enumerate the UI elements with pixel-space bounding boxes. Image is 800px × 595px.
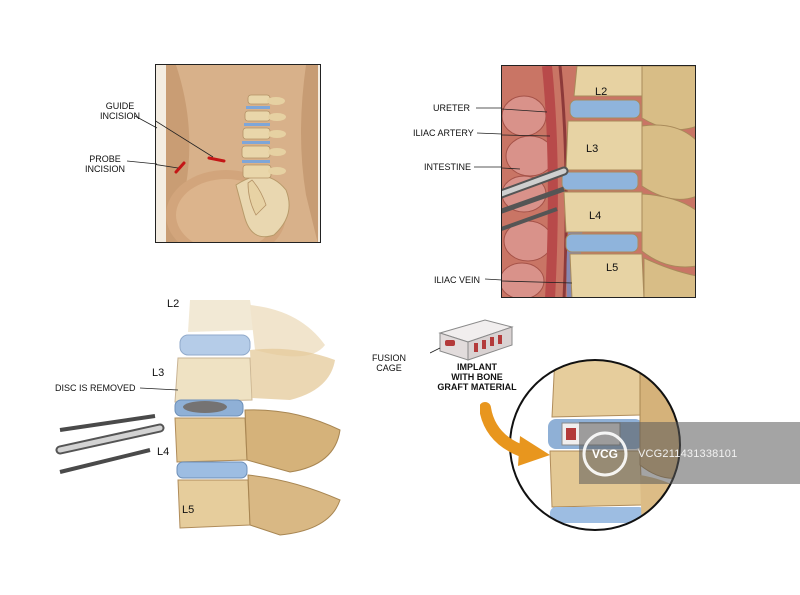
probe-incision-label: PROBE INCISION <box>84 154 125 174</box>
disc-l5-label: L5 <box>182 504 195 516</box>
fusion-cage-illustration <box>430 319 514 361</box>
approach-illustration <box>502 66 695 297</box>
insertion-arrow <box>480 402 550 466</box>
approach-panel: L2 L3 L4 L5 <box>501 65 696 298</box>
approach-l3-label: L3 <box>586 143 599 155</box>
iliac-vein-label: ILIAC VEIN <box>434 275 481 285</box>
iliac-artery-label: ILIAC ARTERY <box>413 128 474 138</box>
approach-l2-label: L2 <box>595 86 608 98</box>
disc-removal-illustration <box>55 300 341 536</box>
spine-segments <box>241 94 286 216</box>
guide-incision-label: GUIDE INCISION <box>100 101 141 121</box>
watermark-id: VCG211431338101 <box>638 448 738 460</box>
disc-l3-label: L3 <box>152 367 165 379</box>
disc-removed-label: DISC IS REMOVED <box>55 383 136 393</box>
ureter-label: URETER <box>433 103 471 113</box>
approach-l5-label: L5 <box>606 262 619 274</box>
disc-l4-label: L4 <box>157 446 170 458</box>
watermark-logo-icon: VCG <box>582 431 628 477</box>
implant-label: IMPLANT WITH BONE GRAFT MATERIAL <box>437 362 517 392</box>
svg-text:VCG: VCG <box>592 447 618 461</box>
fusion-cage-label: FUSION CAGE <box>372 353 407 373</box>
approach-l4-label: L4 <box>589 210 602 222</box>
incision-panel <box>155 64 321 243</box>
intestine-label: INTESTINE <box>424 162 472 172</box>
disc-l2-label: L2 <box>167 298 180 310</box>
back-illustration <box>156 65 320 242</box>
